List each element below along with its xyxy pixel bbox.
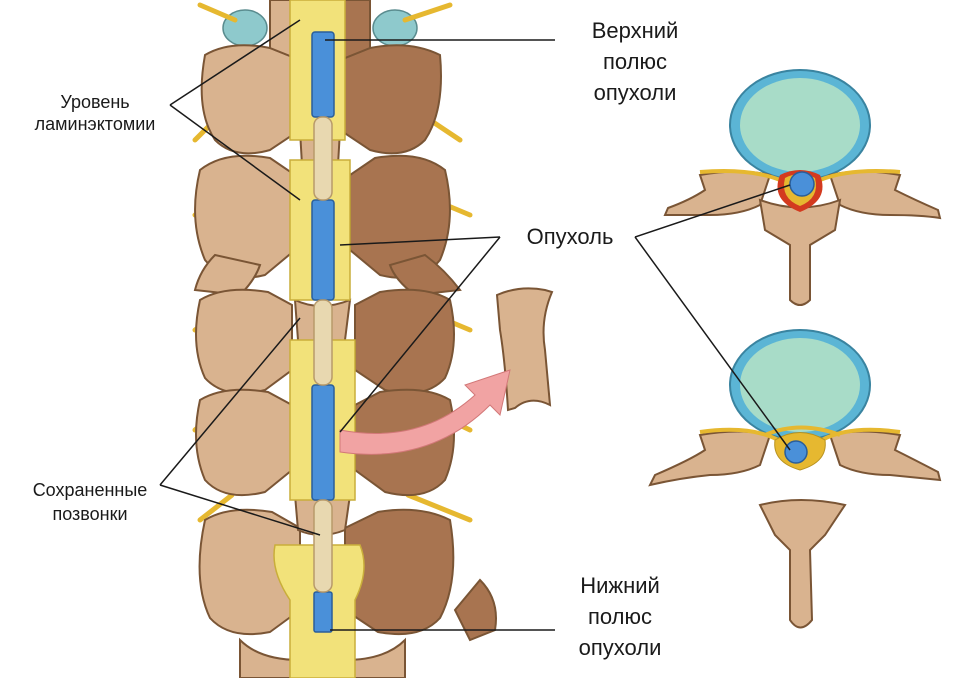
label-upper-pole-line-1: Верхний [565, 15, 705, 46]
cross-section-bottom [650, 330, 940, 628]
label-preserved-line-1: Сохраненные [5, 478, 175, 502]
label-laminectomy-level: Уровень ламинэктомии [10, 92, 180, 135]
label-preserved-line-2: позвонки [5, 502, 175, 526]
label-lower-pole-line-2: полюс [555, 601, 685, 632]
label-preserved-vertebrae: Сохраненные позвонки [5, 478, 175, 527]
label-tumor-text: Опухоль [505, 224, 635, 250]
label-laminectomy-line-1: Уровень [10, 92, 180, 114]
label-lower-pole-line-1: Нижний [555, 570, 685, 601]
label-laminectomy-line-2: ламинэктомии [10, 114, 180, 136]
label-tumor: Опухоль [505, 224, 635, 250]
label-upper-pole-line-3: опухоли [565, 77, 705, 108]
label-upper-pole-line-2: полюс [565, 46, 705, 77]
cross-section-top [665, 70, 940, 305]
label-lower-pole-line-3: опухоли [555, 632, 685, 663]
spine-column [195, 0, 515, 678]
label-upper-pole: Верхний полюс опухоли [565, 15, 705, 109]
label-lower-pole: Нижний полюс опухоли [555, 570, 685, 664]
spinal-cord-connectors [314, 117, 332, 592]
